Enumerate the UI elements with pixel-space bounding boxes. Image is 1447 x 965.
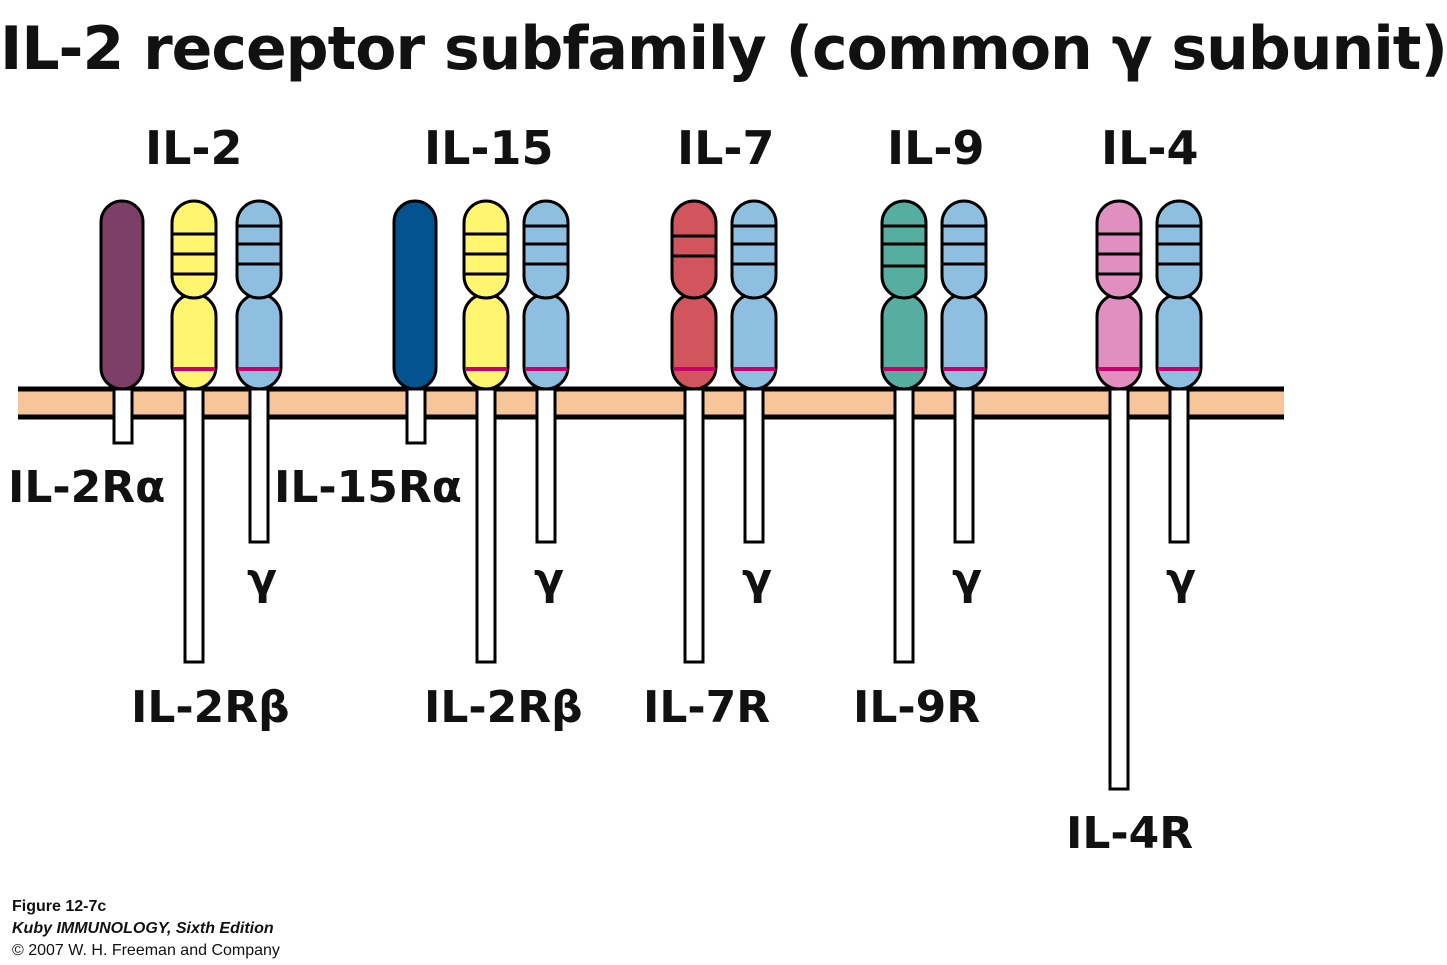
receptor-diagram — [18, 199, 1284, 791]
il2r-beta-tail — [183, 387, 205, 664]
il2r-beta-chain — [170, 199, 218, 664]
il2r-alpha-tail — [112, 387, 134, 445]
il15r-alpha-tail — [405, 387, 427, 445]
book-title: Kuby IMMUNOLOGY, Sixth Edition — [12, 920, 274, 937]
il2r-beta-upper-domain — [170, 199, 218, 300]
label-il4r: IL-4R — [1066, 808, 1194, 859]
label-gamma-il7: γ — [742, 554, 772, 605]
label-il2r-beta: IL-2Rβ — [131, 682, 290, 733]
common-gamma-chain — [730, 199, 778, 544]
label-il15r-alpha: IL-15Rα — [274, 462, 463, 513]
label-il2r-beta: IL-2Rβ — [424, 682, 583, 733]
gamma-lower-domain — [522, 292, 570, 391]
label-gamma-il15: γ — [534, 554, 564, 605]
il4r-chain — [1095, 199, 1143, 791]
gamma-lower-domain — [1155, 292, 1203, 391]
il9r-lower-domain — [880, 292, 928, 391]
cytokine-label-il7: IL-7 — [677, 121, 775, 175]
il2r-beta-upper-domain — [462, 199, 510, 300]
il4r-upper-domain — [1095, 199, 1143, 300]
gamma-lower-domain — [730, 292, 778, 391]
il7-receptor-complex — [670, 199, 778, 664]
label-il9r: IL-9R — [853, 682, 981, 733]
label-il7r: IL-7R — [643, 682, 771, 733]
il2r-alpha-domain — [99, 199, 145, 391]
figure-caption: Figure 12-7c Kuby IMMUNOLOGY, Sixth Edit… — [12, 896, 280, 962]
il4r-tail — [1108, 387, 1130, 791]
il4r-lower-domain — [1095, 292, 1143, 391]
il7r-upper-domain — [670, 199, 718, 300]
il9-receptor-complex — [880, 199, 988, 664]
gamma-upper-domain — [235, 199, 283, 300]
il4-receptor-complex — [1095, 199, 1203, 791]
diagram-stage: IL-2 receptor subfamily (common γ subuni… — [0, 14, 1447, 962]
label-gamma-il9: γ — [952, 554, 982, 605]
label-gamma-il4: γ — [1166, 554, 1196, 605]
gamma-upper-domain — [940, 199, 988, 300]
common-gamma-chain — [235, 199, 283, 544]
gamma-tail — [953, 387, 975, 544]
copyright-line: © 2007 W. H. Freeman and Company — [12, 942, 280, 959]
gamma-upper-domain — [1155, 199, 1203, 300]
il7r-lower-domain — [670, 292, 718, 391]
gamma-tail — [248, 387, 270, 544]
il9r-tail — [893, 387, 915, 664]
il2r-alpha-chain — [99, 199, 145, 445]
gamma-tail — [1168, 387, 1190, 544]
common-gamma-chain — [1155, 199, 1203, 544]
il7r-tail — [683, 387, 705, 664]
il15r-alpha-chain — [392, 199, 438, 445]
gamma-tail — [535, 387, 557, 544]
il2r-beta-lower-domain — [462, 292, 510, 391]
il2r-beta-chain — [462, 199, 510, 664]
cytokine-label-il15: IL-15 — [424, 121, 554, 175]
gamma-upper-domain — [730, 199, 778, 300]
gamma-lower-domain — [235, 292, 283, 391]
figure-number: Figure 12-7c — [12, 898, 107, 915]
label-gamma-il2: γ — [247, 554, 277, 605]
cell-membrane — [18, 389, 1284, 417]
gamma-upper-domain — [522, 199, 570, 300]
cytokine-label-il2: IL-2 — [145, 121, 243, 175]
il2-receptor-complex — [99, 199, 283, 664]
gamma-lower-domain — [940, 292, 988, 391]
diagram-title: IL-2 receptor subfamily (common γ subuni… — [0, 14, 1447, 84]
il9r-chain — [880, 199, 928, 664]
il7r-chain — [670, 199, 718, 664]
common-gamma-chain — [940, 199, 988, 544]
il9r-upper-domain — [880, 199, 928, 300]
il2r-beta-lower-domain — [170, 292, 218, 391]
label-il2r-alpha: IL-2Rα — [8, 462, 166, 513]
il2r-beta-tail — [475, 387, 497, 664]
common-gamma-chain — [522, 199, 570, 544]
gamma-tail — [743, 387, 765, 544]
il15-receptor-complex — [392, 199, 570, 664]
cytokine-label-il4: IL-4 — [1101, 121, 1199, 175]
cytokine-label-il9: IL-9 — [887, 121, 985, 175]
il15r-alpha-domain — [392, 199, 438, 391]
